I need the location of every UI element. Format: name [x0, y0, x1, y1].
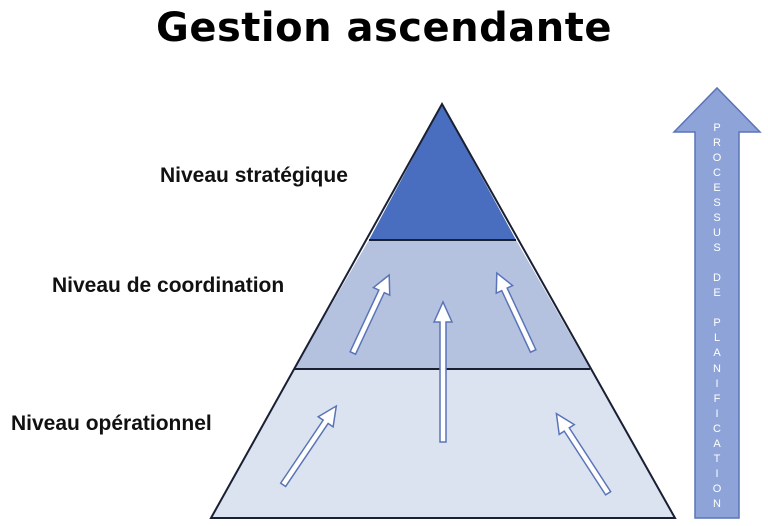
label-coordination-level: Niveau de coordination [52, 274, 285, 297]
planning-process-letter: L [713, 332, 721, 345]
planning-process-letter: D [713, 272, 721, 285]
inner-arrows [279, 271, 612, 496]
planning-process-letter: S [713, 242, 721, 255]
planning-process-letter: O [712, 482, 722, 495]
diagram-title: Gestion ascendante [156, 5, 612, 51]
tier-operational [211, 369, 675, 518]
arrow-operational-left-icon [279, 404, 338, 488]
planning-process-letter: T [713, 452, 721, 465]
planning-process-letter [715, 257, 718, 269]
pyramid-outline [209, 101, 677, 519]
planning-process-letter: E [713, 182, 721, 195]
planning-process-letter: P [713, 122, 721, 134]
planning-process-letter [715, 302, 718, 314]
planning-process-letter: S [713, 212, 721, 225]
planning-process-letter: I [715, 407, 719, 420]
arrow-center-icon [432, 300, 454, 443]
planning-process-letter: E [713, 287, 721, 300]
arrow-operational-right-icon [555, 412, 612, 496]
arrow-coordination-left-icon [349, 273, 391, 356]
planning-process-letter: P [713, 317, 721, 330]
planning-process-letter: S [713, 197, 721, 210]
planning-process-arrow-icon [672, 86, 762, 519]
planning-process-letter: N [713, 362, 721, 375]
tier-strategic [369, 104, 516, 240]
planning-process-letter: A [713, 347, 721, 360]
planning-process-letter: I [715, 377, 719, 390]
planning-process-letter: F [713, 392, 721, 405]
planning-process-letter: I [715, 467, 719, 480]
planning-process-letter: A [713, 437, 721, 450]
planning-process-letter: U [713, 227, 721, 240]
planning-process-letter: C [713, 167, 721, 180]
planning-process-letter: C [713, 422, 721, 435]
planning-process-letter: O [712, 152, 722, 165]
planning-process-letter: N [713, 497, 721, 510]
label-operational-level: Niveau opérationnel [11, 412, 212, 435]
planning-process-letter: R [713, 137, 721, 150]
arrow-coordination-right-icon [495, 271, 537, 354]
label-strategic-level: Niveau stratégique [160, 164, 348, 187]
